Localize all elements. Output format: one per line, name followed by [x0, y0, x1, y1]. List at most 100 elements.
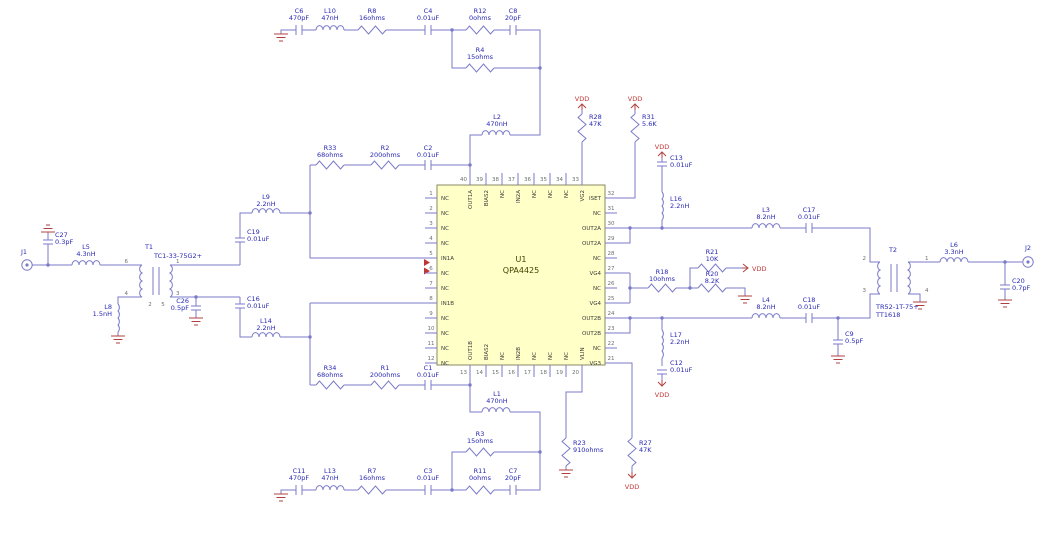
wire-left-input: [32, 232, 240, 336]
component-refdes: C26: [176, 297, 189, 305]
component-refdes: C17: [803, 206, 816, 214]
component-value: 200ohms: [370, 151, 401, 159]
capacitor-c17: [805, 222, 813, 234]
inductor-l10: [315, 25, 345, 31]
ic-pin-number: 15: [492, 370, 499, 376]
ic-pin-name: IN2B: [516, 347, 522, 360]
net-label-vdd: VDD: [752, 265, 766, 273]
ground-icon: [273, 493, 289, 502]
component-refdes: R20: [706, 270, 719, 278]
component-refdes: L10: [324, 7, 336, 15]
ic-pin-number: 34: [556, 177, 563, 183]
component-value: 470nH: [486, 397, 508, 405]
ic-pin-number: 35: [540, 177, 547, 183]
ic-pin-name: VG4: [589, 301, 601, 307]
ic-pin-number: 14: [476, 370, 483, 376]
component-value: 15ohms: [467, 53, 494, 61]
ic-pin-number: 33: [572, 177, 579, 183]
ic-pin-number: 37: [508, 177, 515, 183]
component-value: 0.01uF: [798, 303, 821, 311]
component-value: 470pF: [289, 474, 310, 482]
ic-pin-name: NC: [441, 361, 449, 367]
ic-pin-stubs: [425, 173, 617, 377]
ic-pin-number: 6: [429, 266, 433, 272]
component-refdes: L9: [262, 193, 270, 201]
capacitor-c19: [234, 237, 246, 243]
capacitor-c6: [295, 24, 303, 36]
ic-pin-name: VG3: [589, 361, 601, 367]
component-refdes: R33: [324, 144, 337, 152]
ic-pin-name: OUT2A: [582, 241, 601, 247]
ic-pin-name: BIAS2: [484, 344, 490, 360]
schematic-text-layer: C6470pFL1047nHR816ohmsC40.01uFR120ohmsC8…: [20, 7, 1031, 491]
capacitor-c12: [656, 369, 668, 375]
ic-pin-number: 23: [608, 326, 615, 332]
resistor-r34: [315, 380, 345, 390]
ground-icon: [273, 33, 289, 42]
ic-pin-number: 16: [508, 370, 515, 376]
wire-top-bias-feeds: [581, 110, 663, 228]
inductor-l4: [751, 313, 781, 319]
capacitor-c16: [234, 303, 246, 309]
net-label-vdd: VDD: [655, 391, 669, 399]
ic-pin-number: 12: [428, 356, 435, 362]
capacitor-c8: [509, 24, 517, 36]
schematic-text: 2: [148, 302, 152, 308]
resistor-r2: [370, 160, 400, 170]
transformer-t1-symbol: [139, 264, 173, 298]
capacitor-c27: [42, 239, 54, 245]
ic-pin-number: 36: [524, 177, 531, 183]
connector-j2: [1022, 256, 1034, 268]
component-refdes: R7: [368, 467, 377, 475]
component-value: 0.01uF: [670, 161, 693, 169]
component-refdes: R34: [324, 364, 337, 372]
schematic-text: 1: [176, 259, 180, 265]
net-label-vdd: VDD: [628, 95, 642, 103]
ic-pin-name: NC: [441, 196, 449, 202]
component-value: 0ohms: [469, 474, 492, 482]
resistor-r28: [577, 113, 587, 143]
resistor-r20: [697, 283, 727, 293]
ic-pin-number: 11: [428, 341, 435, 347]
resistor-r33: [315, 160, 345, 170]
component-value: 470nH: [486, 120, 508, 128]
wire-input-bottom: [239, 297, 425, 385]
capacitor-c13: [656, 161, 668, 167]
ic-pin-name: NC: [441, 316, 449, 322]
capacitor-c7: [509, 484, 517, 496]
ic-pin-name: NC: [441, 331, 449, 337]
ic-pin-number: 27: [608, 266, 615, 272]
ic-pin-name: NC: [564, 190, 570, 198]
schematic-text: TC1-33-75G2+: [153, 252, 202, 260]
capacitor-c9: [832, 339, 844, 345]
component-refdes: C18: [803, 296, 816, 304]
capacitor-c26: [190, 305, 202, 311]
ic-pin-name: VG4: [589, 271, 601, 277]
schematic-text: 3: [176, 291, 180, 297]
schematic-text: TR52-1T-75+: [875, 303, 919, 311]
vdd-flag-icon: [630, 103, 640, 110]
ic-pin-number: 5: [429, 251, 433, 257]
wire-vg4-network: [617, 267, 746, 304]
net-label-vdd: VDD: [625, 483, 639, 491]
ic-pin-name: ISET: [589, 196, 602, 202]
component-value: 0.01uF: [798, 213, 821, 221]
component-value: 3.3nH: [944, 248, 963, 256]
ic-pin-number: 30: [608, 221, 615, 227]
component-refdes: R23: [573, 439, 586, 447]
ground-icon: [997, 299, 1013, 308]
ic-pin-number: 21: [608, 356, 615, 362]
component-refdes: L2: [493, 113, 501, 121]
transformer-t2-symbol: [877, 261, 911, 295]
schematic-text: T2: [888, 246, 897, 254]
component-refdes: L14: [260, 317, 272, 325]
ic-pin-number: 29: [608, 236, 615, 242]
component-value: 0ohms: [469, 14, 492, 22]
ic-pin-name: OUT2B: [582, 331, 601, 337]
ic-pin-name: NC: [548, 190, 554, 198]
component-refdes: R8: [368, 7, 377, 15]
component-refdes: C13: [670, 154, 683, 162]
component-value: 1.5nH: [93, 310, 112, 318]
wire-bottom-bias-chain: [280, 377, 541, 494]
